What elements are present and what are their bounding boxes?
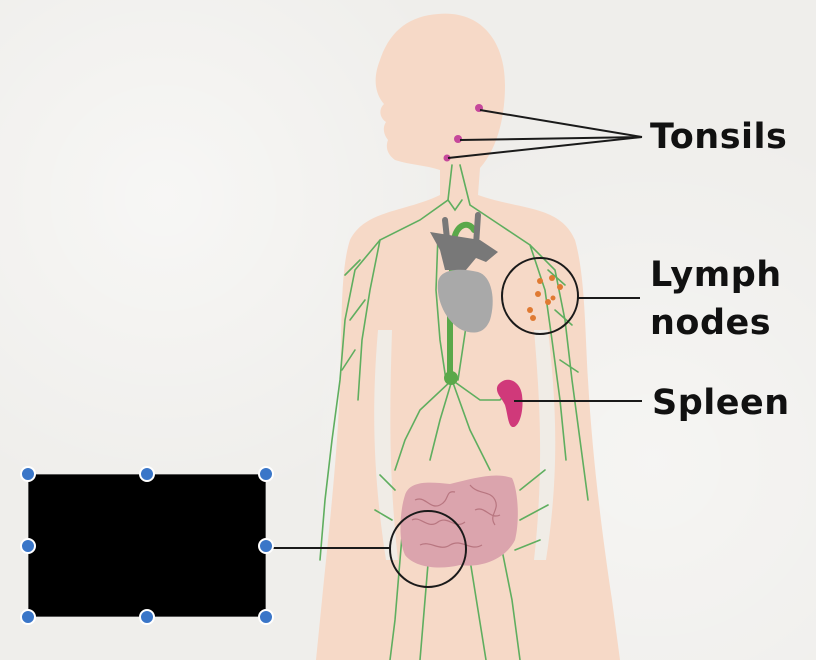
leader-lines bbox=[270, 109, 643, 588]
lymph-node-dots bbox=[527, 275, 563, 321]
lymph-nodes-label-line2: nodes bbox=[650, 303, 772, 343]
resize-handle-bottom[interactable] bbox=[139, 609, 155, 625]
spleen-label: Spleen bbox=[652, 383, 790, 423]
resize-handle-bottom-right[interactable] bbox=[258, 609, 274, 625]
resize-handle-top-left[interactable] bbox=[20, 466, 36, 482]
lymph-nodes-label-line1: Lymph bbox=[650, 255, 782, 295]
resize-handle-left[interactable] bbox=[20, 538, 36, 554]
intestines bbox=[400, 475, 518, 568]
resize-handle-top[interactable] bbox=[139, 466, 155, 482]
resize-handle-top-right[interactable] bbox=[258, 466, 274, 482]
resize-handle-bottom-left[interactable] bbox=[20, 609, 36, 625]
redacted-label-box[interactable] bbox=[28, 474, 266, 617]
resize-handle-right[interactable] bbox=[258, 538, 274, 554]
spleen bbox=[496, 379, 523, 428]
lymph-vessels bbox=[319, 164, 589, 660]
tonsils-label: Tonsils bbox=[650, 117, 788, 157]
arm-gaps bbox=[374, 330, 556, 560]
heart bbox=[430, 212, 498, 333]
cisterna-chyli bbox=[444, 371, 458, 385]
